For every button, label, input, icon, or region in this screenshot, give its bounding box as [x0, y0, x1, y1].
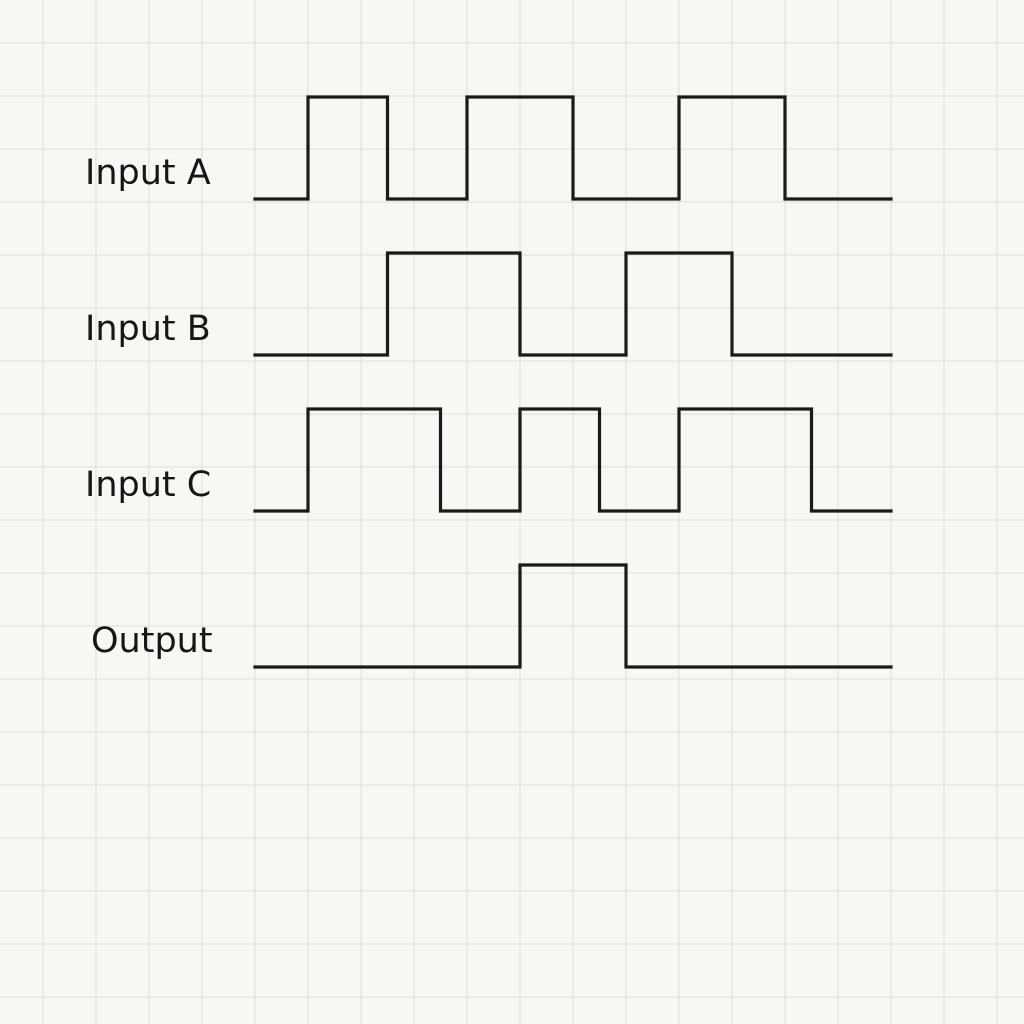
label-input-b: Input B — [85, 309, 211, 349]
label-input-a: Input A — [85, 153, 211, 193]
label-input-c: Input C — [85, 465, 212, 505]
waveform-input-c — [253, 407, 893, 513]
label-output: Output — [91, 621, 213, 661]
waveform-input-a — [253, 95, 893, 201]
waveform-input-b — [253, 251, 893, 357]
waveform-output — [253, 563, 893, 669]
